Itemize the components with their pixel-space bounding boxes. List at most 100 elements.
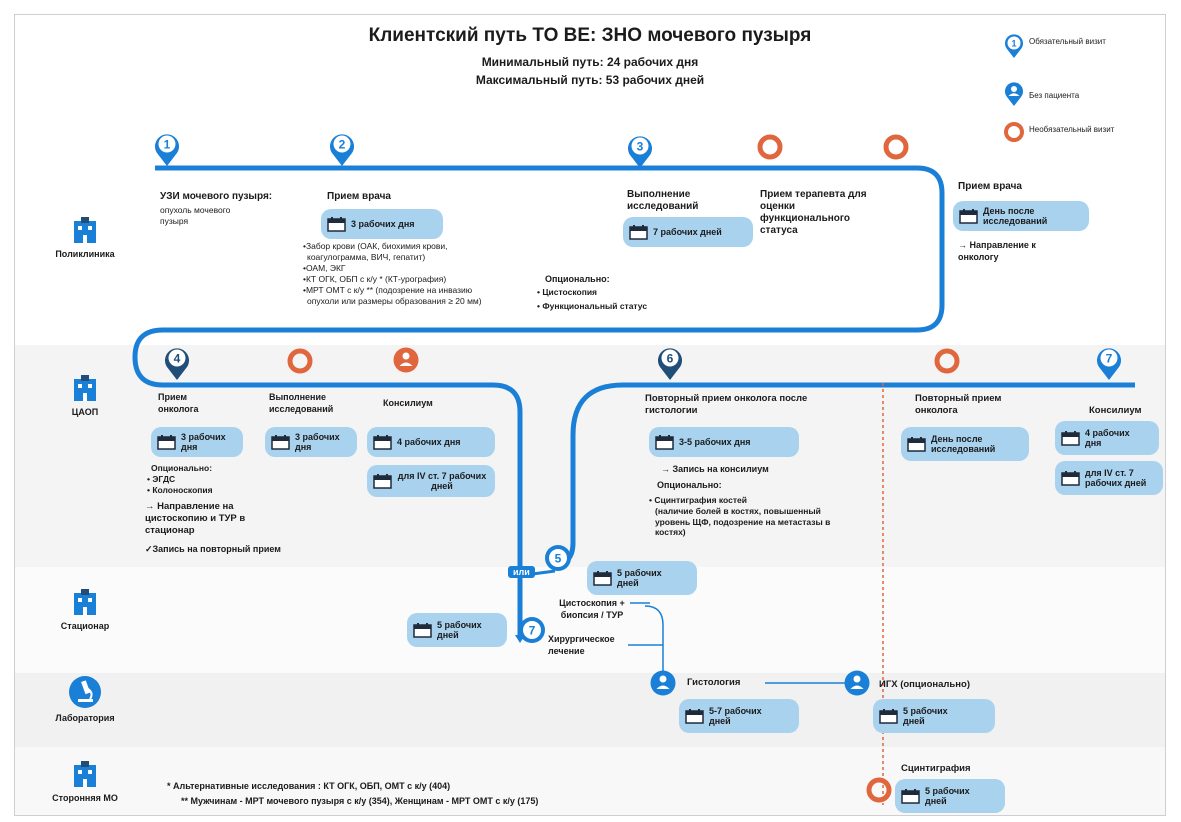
- svg-text:5: 5: [555, 552, 562, 566]
- igh-duration: 5 рабочих дней: [873, 699, 995, 733]
- step4-referral: → Направление на цистоскопию и ТУР в ста…: [145, 501, 246, 536]
- step4-optional: Опционально:: [151, 463, 213, 473]
- council1-title: Консилиум: [383, 398, 433, 408]
- lane-label: Стационар: [60, 621, 110, 631]
- building-icon: [74, 217, 96, 243]
- step1-sub: опухоль мочевого пузыря: [160, 205, 231, 226]
- step2-title: Прием врача: [327, 191, 391, 202]
- diagram-frame: Клиентский путь TO BE: ЗНО мочевого пузы…: [14, 14, 1166, 816]
- legend-optional-label: Необязательный визит: [1029, 125, 1115, 134]
- marker-histology-no-patient: [650, 670, 676, 696]
- histology-duration: 5-7 рабочих дней: [679, 699, 799, 733]
- scinti-title: Сцинтиграфия: [901, 763, 971, 774]
- building-icon: [74, 375, 96, 401]
- step7-title: Консилиум: [1089, 405, 1142, 416]
- step7-duration: 4 рабочих дня: [1055, 421, 1159, 455]
- step3-duration: 7 рабочих дней: [623, 217, 753, 247]
- calendar-icon: [373, 473, 392, 489]
- step2-note-1: •Забор крови (ОАК, биохимия крови,: [303, 241, 448, 251]
- calendar-icon: [413, 622, 432, 638]
- svg-text:3: 3: [637, 140, 644, 154]
- calendar-icon: [1061, 470, 1080, 486]
- repeat-duration: День после исследований: [901, 427, 1029, 461]
- step2-note-4: •КТ ОГК, ОБП с к/у * (КТ-урография): [303, 274, 447, 284]
- legend-mandatory-icon: 1: [1005, 34, 1023, 58]
- max-path: Максимальный путь: 53 рабочих дней: [475, 73, 705, 87]
- optional1-item-1: • Цистоскопия: [537, 287, 598, 297]
- legend-mandatory-label: Обязательный визит: [1029, 37, 1106, 46]
- doctor2-title: Прием врача: [958, 181, 1022, 192]
- calendar-icon: [901, 788, 920, 804]
- calendar-icon: [655, 434, 674, 450]
- step6-item: • Сцинтиграфия костей: [649, 495, 747, 505]
- marker-council-no-patient: [393, 347, 419, 373]
- step2-note-3: •ОАМ, ЭКГ: [303, 263, 346, 273]
- legend-no-patient-icon: [1005, 82, 1023, 106]
- doctor2-duration: День после исследований: [953, 201, 1089, 231]
- marker-optional-repeat: [934, 348, 960, 374]
- calendar-icon: [879, 708, 898, 724]
- lane-label: Поликлиника: [55, 249, 115, 259]
- calendar-icon: [271, 434, 290, 450]
- calendar-icon: [157, 434, 176, 450]
- svg-text:1: 1: [164, 138, 171, 152]
- igh-title: ИГХ (опционально): [879, 679, 970, 690]
- lane-external: Сторонняя МО: [35, 759, 135, 803]
- building-icon: [74, 761, 96, 787]
- legend-no-patient-label: Без пациента: [1029, 91, 1080, 100]
- therapist-title: Прием терапевта для оценки функционально…: [760, 189, 867, 236]
- marker-step-6: 6: [658, 348, 682, 380]
- calendar-icon: [959, 208, 978, 224]
- svg-text:7: 7: [529, 624, 536, 638]
- calendar-icon: [327, 216, 346, 232]
- step1-title: УЗИ мочевого пузыря:: [160, 191, 273, 202]
- marker-step-4: 4: [165, 348, 189, 380]
- svg-text:4: 4: [174, 352, 181, 366]
- step4-record: ✓Запись на повторный прием: [145, 544, 281, 554]
- step4-item-2: • Колоноскопия: [147, 485, 213, 495]
- lane-label: Сторонняя МО: [52, 793, 118, 803]
- calendar-icon: [685, 708, 704, 724]
- step5-duration: 5 рабочих дней: [587, 561, 697, 595]
- marker-step-7: 7: [1097, 348, 1121, 380]
- or-label: или: [508, 566, 535, 578]
- footnote-1: * Альтернативные исследования : КТ ОГК, …: [167, 781, 451, 791]
- step6-record: → Запись на консилиум: [661, 464, 769, 474]
- calendar-icon: [593, 570, 612, 586]
- marker-optional-therapist: [757, 134, 783, 160]
- svg-text:6: 6: [667, 352, 674, 366]
- surgery-title: Хирургическое лечение: [548, 634, 615, 656]
- research2-duration: 3 рабочих дня: [265, 427, 357, 457]
- lane-label: Лаборатория: [55, 713, 115, 723]
- marker-optional-doctor: [883, 134, 909, 160]
- step3-title: Выполнение исследований: [627, 189, 699, 212]
- step6-optional: Опционально:: [657, 480, 722, 490]
- microscope-icon: [69, 676, 101, 708]
- step4-duration: 3 рабочих дня: [151, 427, 243, 457]
- step2-note-2: коагулограмма, ВИЧ, гепатит): [307, 252, 426, 262]
- min-path: Минимальный путь: 24 рабочих дня: [481, 55, 699, 69]
- lane-hospital: Стационар: [35, 587, 135, 631]
- lane-caop: ЦАОП: [35, 373, 135, 417]
- page-title: Клиентский путь TO BE: ЗНО мочевого пузы…: [368, 25, 812, 46]
- svg-text:2: 2: [339, 138, 346, 152]
- lane-label: ЦАОП: [71, 407, 99, 417]
- marker-step-1: 1: [155, 134, 179, 166]
- footnote-2: ** Мужчинам - МРТ мочевого пузыря с к/у …: [181, 796, 539, 806]
- step4-title: Прием онколога: [158, 392, 199, 414]
- calendar-icon: [629, 224, 648, 240]
- legend-num: 1: [1011, 39, 1016, 49]
- building-icon: [74, 589, 96, 615]
- council1-duration-iv: для IV ст. 7 рабочих дней: [367, 465, 495, 497]
- step2-note-6: опухоли или размеры образования ≥ 20 мм): [307, 296, 482, 306]
- marker-optional-research: [287, 348, 313, 374]
- doctor2-note: → Направление к онкологу: [958, 240, 1036, 262]
- histology-title: Гистология: [687, 677, 741, 688]
- lane-lab: Лаборатория: [35, 675, 135, 723]
- council1-duration: 4 рабочих дня: [367, 427, 495, 457]
- repeat-title: Повторный прием онколога: [915, 393, 1002, 416]
- legend-optional-icon: [1004, 122, 1024, 142]
- marker-step-3: 3: [628, 136, 652, 168]
- step7-duration-iv: для IV ст. 7 рабочих дней: [1055, 461, 1163, 495]
- optional1-title: Опционально:: [545, 274, 610, 284]
